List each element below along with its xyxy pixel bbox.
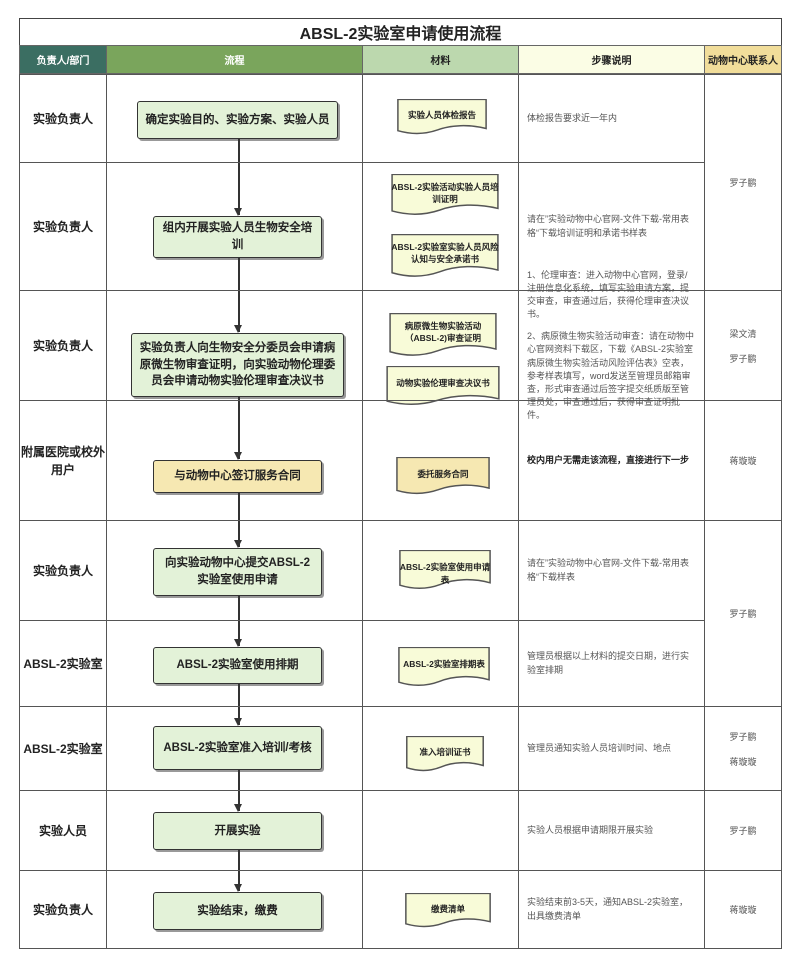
arrow-down-icon xyxy=(235,258,241,333)
step-text: 实验人员根据申请期限开展实验 xyxy=(527,824,654,835)
contact-name: 蒋璇璇 xyxy=(729,905,757,915)
document-shape-icon xyxy=(398,647,490,687)
contact-name: 罗子鹏 xyxy=(729,826,757,836)
material-document[interactable]: 病原微生物实验活动（ABSL-2)审查证明 xyxy=(389,313,497,357)
arrow-down-icon xyxy=(235,596,241,647)
material-label: ABSL-2实验室实验人员风险认知与安全承诺书 xyxy=(391,242,499,265)
flow-step-box[interactable]: 实验结束，缴费 xyxy=(153,892,322,930)
contact-name: 蒋璇璇 xyxy=(729,456,757,466)
material-document[interactable]: 委托服务合同 xyxy=(396,457,490,495)
material-document[interactable]: 准入培训证书 xyxy=(406,736,484,772)
step-text: 管理员通知实验人员培训时间、地点 xyxy=(527,742,672,753)
contact-cell: 罗子鹏 xyxy=(704,74,782,291)
step-cell: 管理员通知实验人员培训时间、地点 xyxy=(518,706,705,791)
contact-cell: 罗子鹏蒋璇璇 xyxy=(704,706,782,791)
step-text: 校内用户无需走该流程，直接进行下一步 xyxy=(527,454,690,465)
document-shape-icon xyxy=(396,457,490,495)
flow-step-box[interactable]: 组内开展实验人员生物安全培训 xyxy=(153,216,322,258)
material-label: ABSL-2实验室排期表 xyxy=(403,659,485,670)
flow-step-box[interactable]: 确定实验目的、实验方案、实验人员 xyxy=(137,101,338,139)
step-text: 1、伦理审查：进入动物中心官网，登录/注册信息化系统，填写实验申请方案，提交审查… xyxy=(527,270,690,320)
material-document[interactable]: ABSL-2实验室排期表 xyxy=(398,647,490,687)
document-shape-icon xyxy=(405,893,491,928)
dept-cell: 实验负责人 xyxy=(19,290,107,401)
material-document[interactable]: ABSL-2实验室实验人员风险认知与安全承诺书 xyxy=(391,234,499,278)
step-text-2: 2、病原微生物实验活动审查：请在动物中心官网资料下载区，下载《ABSL-2实验室… xyxy=(527,331,695,420)
document-shape-icon xyxy=(391,174,499,216)
header-flow: 流程 xyxy=(106,45,363,74)
step-cell: 1、伦理审查：进入动物中心官网，登录/注册信息化系统，填写实验申请方案，提交审查… xyxy=(518,270,705,420)
flow-step-box[interactable]: ABSL-2实验室使用排期 xyxy=(153,647,322,684)
dept-cell: 实验负责人 xyxy=(19,74,107,163)
arrow-down-icon xyxy=(235,397,241,460)
flow-step-box[interactable]: 向实验动物中心提交ABSL-2实验室使用申请 xyxy=(153,548,322,596)
step-text: 管理员根据以上材料的提交日期，进行实验室排期 xyxy=(527,651,690,675)
material-label: ABSL-2实验活动实验人员培训证明 xyxy=(391,182,499,205)
flow-step-box[interactable]: 与动物中心签订服务合同 xyxy=(153,460,322,493)
material-label: 病原微生物实验活动（ABSL-2)审查证明 xyxy=(404,321,482,344)
contact-name: 罗子鹏 xyxy=(729,731,757,742)
flow-step-box[interactable]: 开展实验 xyxy=(153,812,322,850)
page-title: ABSL-2实验室申请使用流程 xyxy=(19,18,782,46)
arrow-down-icon xyxy=(235,684,241,726)
contact-cell: 梁文清罗子鹏 xyxy=(704,290,782,401)
contact-name: 蒋璇璇 xyxy=(729,756,757,767)
material-document[interactable]: 实验人员体检报告 xyxy=(397,99,487,135)
contact-name: 梁文清 xyxy=(729,328,757,339)
material-document[interactable]: ABSL-2实验室使用申请表 xyxy=(399,550,491,590)
header-contact: 动物中心联系人 xyxy=(704,45,782,74)
material-label: 实验人员体检报告 xyxy=(407,110,476,121)
step-text: 请在”实验动物中心官网-文件下载-常用表格“下载培训证明和承诺书样表 xyxy=(527,214,689,238)
material-label: ABSL-2实验室使用申请表 xyxy=(399,562,491,585)
material-label: 委托服务合同 xyxy=(417,468,469,479)
dept-cell: 附属医院或校外用户 xyxy=(19,400,107,521)
contact-cell: 蒋璇璇 xyxy=(704,870,782,949)
step-cell: 请在”实验动物中心官网-文件下载-常用表格“下载样表 xyxy=(518,520,705,621)
document-shape-icon xyxy=(391,234,499,278)
material-document[interactable]: ABSL-2实验活动实验人员培训证明 xyxy=(391,174,499,216)
dept-cell: 实验人员 xyxy=(19,790,107,871)
material-document[interactable]: 缴费清单 xyxy=(405,893,491,928)
document-shape-icon xyxy=(397,99,487,135)
material-label: 缴费清单 xyxy=(430,903,465,914)
flow-step-box[interactable]: ABSL-2实验室准入培训/考核 xyxy=(153,726,322,770)
contact-name: 罗子鹏 xyxy=(729,353,757,364)
arrow-down-icon xyxy=(235,139,241,216)
step-cell: 体检报告要求近一年内 xyxy=(518,74,705,163)
step-cell: 实验人员根据申请期限开展实验 xyxy=(518,790,705,871)
document-shape-icon xyxy=(406,736,484,772)
material-label: 准入培训证书 xyxy=(419,747,471,758)
contact-cell: 蒋璇璇 xyxy=(704,400,782,521)
dept-cell: 实验负责人 xyxy=(19,520,107,621)
contact-name: 罗子鹏 xyxy=(729,609,757,619)
flow-step-box[interactable]: 实验负责人向生物安全分委员会申请病原微生物审查证明，向实验动物伦理委员会申请动物… xyxy=(131,333,344,397)
document-shape-icon xyxy=(399,550,491,590)
header-dept: 负责人/部门 xyxy=(19,45,107,74)
contact-name: 罗子鹏 xyxy=(729,178,757,188)
step-cell: 管理员根据以上材料的提交日期，进行实验室排期 xyxy=(518,620,705,707)
step-text: 请在”实验动物中心官网-文件下载-常用表格“下载样表 xyxy=(527,558,689,582)
dept-cell: ABSL-2实验室 xyxy=(19,706,107,791)
dept-cell: 实验负责人 xyxy=(19,162,107,291)
dept-cell: 实验负责人 xyxy=(19,870,107,949)
header-materials: 材料 xyxy=(362,45,519,74)
material-label: 动物实验伦理审查决议书 xyxy=(396,378,490,389)
header-steps: 步骤说明 xyxy=(518,45,705,74)
step-cell: 实验结束前3-5天，通知ABSL-2实验室，出具缴费清单 xyxy=(518,870,705,949)
dept-cell: ABSL-2实验室 xyxy=(19,620,107,707)
step-text: 实验结束前3-5天，通知ABSL-2实验室，出具缴费清单 xyxy=(527,897,689,921)
contact-cell: 罗子鹏 xyxy=(704,520,782,707)
contact-cell: 罗子鹏 xyxy=(704,790,782,871)
document-shape-icon xyxy=(389,313,497,357)
step-text: 体检报告要求近一年内 xyxy=(527,112,618,123)
step-cell: 校内用户无需走该流程，直接进行下一步 xyxy=(518,400,705,521)
materials-cell xyxy=(362,790,519,871)
